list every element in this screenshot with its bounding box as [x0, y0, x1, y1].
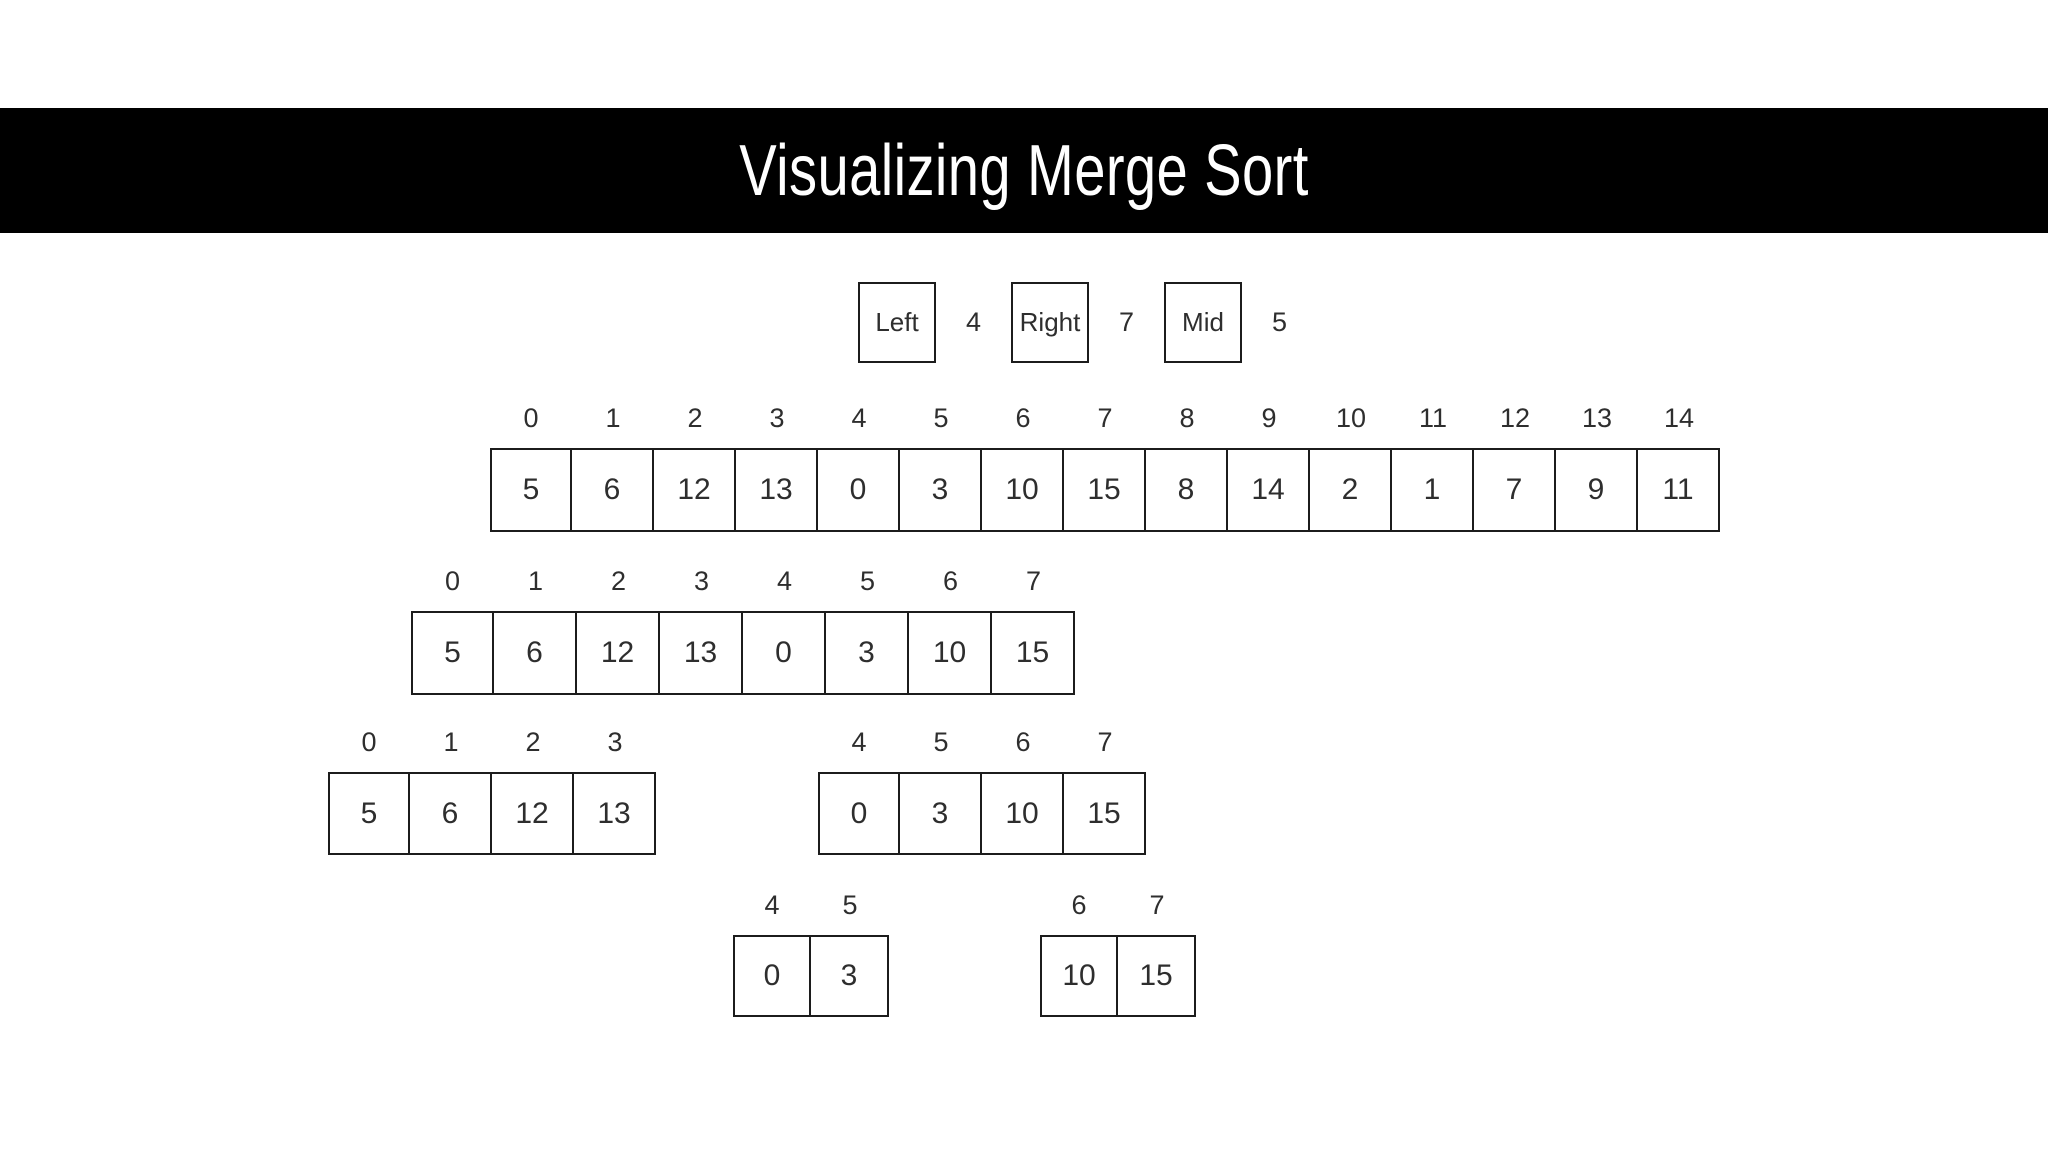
array-cell: 5: [411, 611, 494, 695]
array-cell: 0: [818, 448, 900, 532]
mid-pointer-box: Mid: [1164, 282, 1242, 363]
array-index-label: 6: [942, 566, 959, 596]
array-index-label: 7: [1025, 566, 1042, 596]
array-cell: 12: [654, 448, 736, 532]
array-cell: 14: [1228, 448, 1310, 532]
array-index-label: 13: [1581, 403, 1613, 433]
array-cell: 0: [733, 935, 811, 1017]
array-cell: 10: [1040, 935, 1118, 1017]
right-pointer-value: 7: [1118, 307, 1135, 337]
array-index-label: 3: [769, 403, 785, 433]
array-cell: 3: [826, 611, 909, 695]
array-index-label: 5: [933, 403, 949, 433]
array-index-label: 2: [525, 727, 541, 757]
array-cell: 9: [1556, 448, 1638, 532]
array-cell: 10: [982, 448, 1064, 532]
array-index-label: 10: [1335, 403, 1367, 433]
array-index-label: 7: [1097, 403, 1113, 433]
array-cell: 15: [1064, 772, 1146, 855]
pointer-variables: Left 4 Right 7 Mid 5: [858, 282, 1317, 363]
array-index-label: 4: [764, 890, 780, 920]
array-cell: 13: [736, 448, 818, 532]
array-index-label: 0: [361, 727, 377, 757]
array-index-label: 6: [1015, 403, 1031, 433]
array-index-label: 5: [859, 566, 876, 596]
array-index-label: 12: [1499, 403, 1531, 433]
array-cell: 8: [1146, 448, 1228, 532]
array-index-label: 11: [1418, 403, 1448, 433]
array-index-label: 5: [842, 890, 858, 920]
array-index-label: 9: [1261, 403, 1277, 433]
array-cell: 12: [492, 772, 574, 855]
index-row: 4 5 6 7: [818, 727, 1146, 757]
page-title: Visualizing Merge Sort: [739, 130, 1309, 211]
array-index-label: 3: [693, 566, 710, 596]
array-cell: 3: [900, 772, 982, 855]
index-row: 0 1 2 3: [328, 727, 656, 757]
array-cell: 2: [1310, 448, 1392, 532]
array-cell: 3: [811, 935, 889, 1017]
array-index-label: 6: [1071, 890, 1087, 920]
mid-pointer-value: 5: [1271, 307, 1288, 337]
array-cell: 0: [743, 611, 826, 695]
array-index-label: 7: [1149, 890, 1165, 920]
array-index-label: 4: [776, 566, 793, 596]
array-index-label: 14: [1663, 403, 1695, 433]
array-index-label: 6: [1015, 727, 1031, 757]
array-cell: 12: [577, 611, 660, 695]
left-pointer-value: 4: [965, 307, 982, 337]
array-cell: 5: [328, 772, 410, 855]
array-index-label: 2: [610, 566, 627, 596]
array-cell: 11: [1638, 448, 1720, 532]
array-cell: 6: [572, 448, 654, 532]
array-cell: 15: [1118, 935, 1196, 1017]
array-cell: 3: [900, 448, 982, 532]
right-pointer-box: Right: [1011, 282, 1089, 363]
array-cell: 13: [574, 772, 656, 855]
array-cell: 6: [494, 611, 577, 695]
array-index-label: 1: [605, 403, 621, 433]
array-cell: 13: [660, 611, 743, 695]
array-cell: 1: [1392, 448, 1474, 532]
array-cell: 10: [909, 611, 992, 695]
array-cell: 0: [818, 772, 900, 855]
array-index-label: 0: [523, 403, 539, 433]
array-cell: 10: [982, 772, 1064, 855]
array-index-label: 7: [1097, 727, 1113, 757]
array-cell: 15: [1064, 448, 1146, 532]
array-index-label: 0: [444, 566, 461, 596]
array-cell: 5: [490, 448, 572, 532]
array-cell: 7: [1474, 448, 1556, 532]
array-index-label: 5: [933, 727, 949, 757]
array-index-label: 2: [687, 403, 703, 433]
title-banner: Visualizing Merge Sort: [0, 108, 2048, 233]
array-index-label: 3: [607, 727, 623, 757]
array-cell: 6: [410, 772, 492, 855]
array-index-label: 1: [527, 566, 544, 596]
array-index-label: 4: [851, 727, 867, 757]
index-row: 0 1 2 3 4 5 6 7: [411, 566, 1075, 596]
array-cell: 15: [992, 611, 1075, 695]
array-index-label: 8: [1179, 403, 1195, 433]
array-index-label: 1: [443, 727, 459, 757]
array-index-label: 4: [851, 403, 867, 433]
left-pointer-box: Left: [858, 282, 936, 363]
